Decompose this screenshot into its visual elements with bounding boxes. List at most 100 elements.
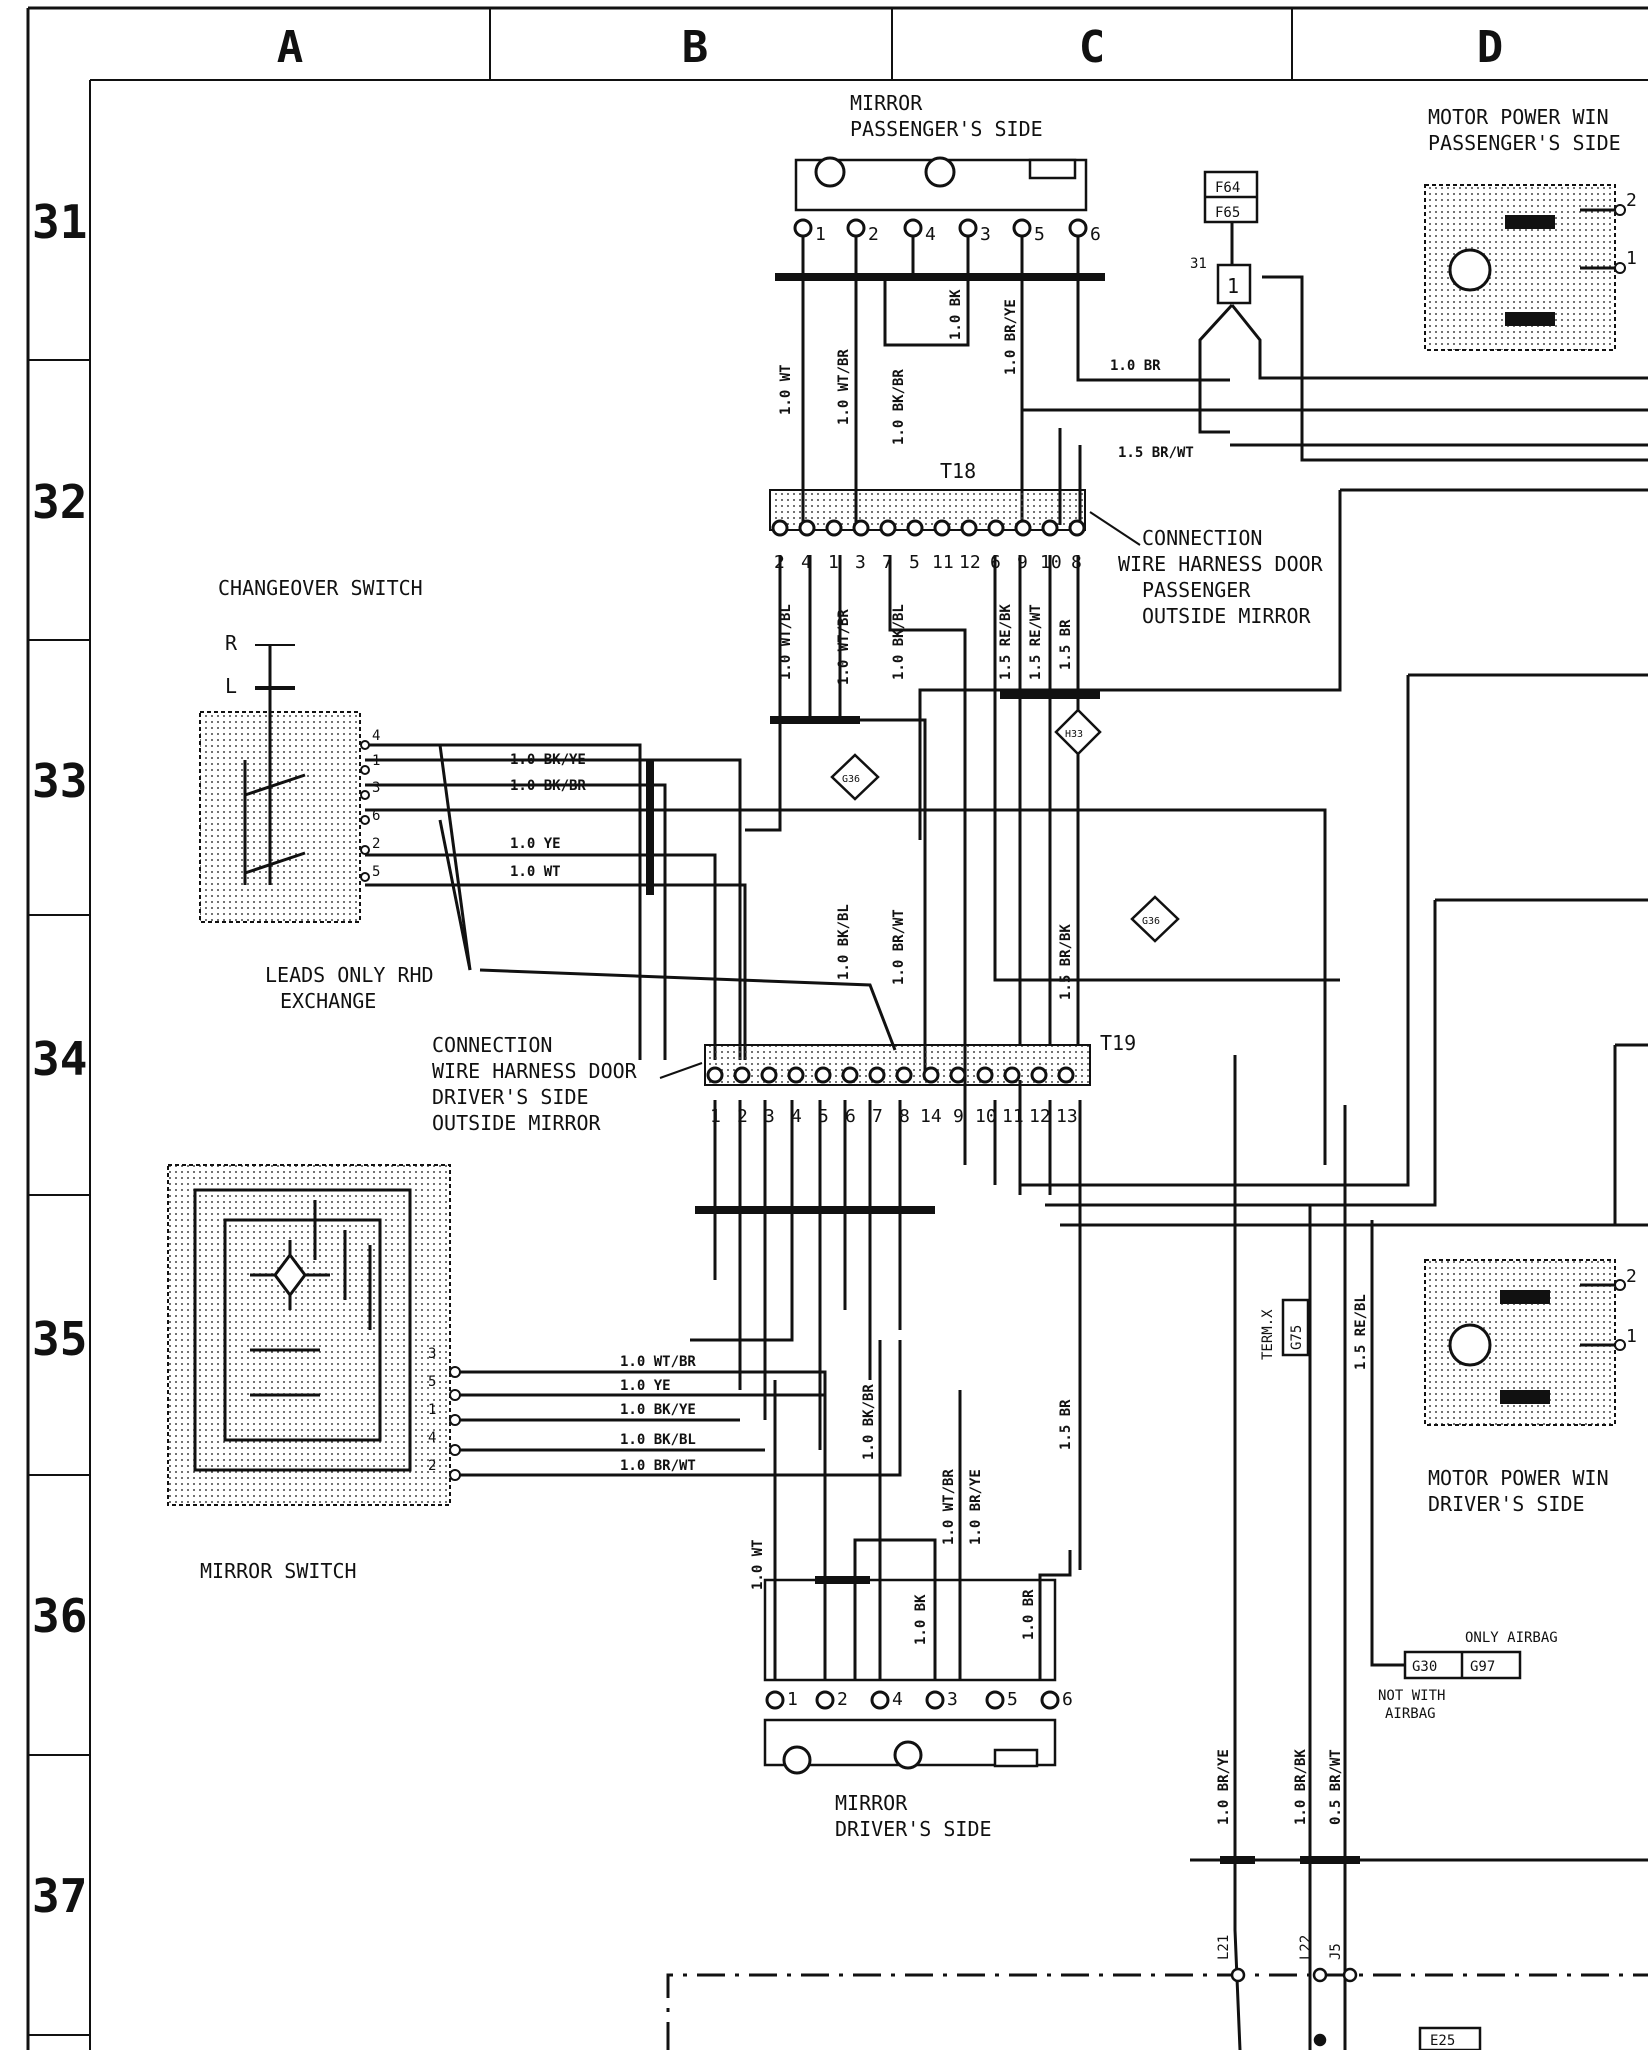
g36-marker: [830, 753, 1180, 943]
mirror-switch-pin: 3: [428, 1346, 436, 1362]
mirror-passenger-pin: 4: [925, 224, 936, 245]
t19-pin: 10: [975, 1106, 997, 1127]
t19-caption: DRIVER'S SIDE: [432, 1085, 589, 1109]
wire-label: 1.0 WT/BR: [836, 349, 852, 425]
g30-g97-connector: [1403, 1650, 1522, 1680]
mirror-driver-pin: 2: [837, 1689, 848, 1710]
wire-label: 1.0 BR/YE: [1003, 299, 1019, 375]
t19-pin: 12: [1029, 1106, 1051, 1127]
mirror-driver-pin: 5: [1007, 1689, 1018, 1710]
t18-pin: 4: [801, 552, 812, 573]
column-label-d: D: [1477, 22, 1504, 73]
g75-label: G75: [1289, 1325, 1305, 1350]
t19-pin: 7: [872, 1106, 883, 1127]
h33-marker: [1054, 708, 1102, 756]
t18-pin: 12: [959, 552, 981, 573]
wire-label: 1.0 BR/WT: [620, 1458, 696, 1474]
t18-pin: 1: [828, 552, 839, 573]
wire-label: 1.5 BR/BK: [1058, 924, 1074, 1000]
grid-frame: [26, 6, 1648, 2050]
leads-note: EXCHANGE: [280, 989, 376, 1013]
wire-label: 1.5 BR: [1058, 1399, 1074, 1450]
wire-label: 1.0 BR/WT: [891, 909, 907, 985]
row-label-35: 35: [32, 1312, 87, 1366]
wire-label: 1.0 BK: [948, 289, 964, 340]
not-with-airbag: AIRBAG: [1385, 1706, 1436, 1722]
changeover-pin: 5: [372, 864, 380, 880]
only-airbag-label: ONLY AIRBAG: [1465, 1630, 1558, 1646]
t18-label: T18: [940, 459, 976, 483]
wire-label: 1.5 BR: [1058, 619, 1074, 670]
wire-label: 1.0 BK/BR: [891, 369, 907, 445]
t19-pin: 8: [899, 1106, 910, 1127]
t18-connector: [769, 489, 1086, 537]
changeover-pin: 1: [372, 753, 380, 769]
fuse-pin-label: 31: [1190, 256, 1207, 272]
t19-pin: 13: [1056, 1106, 1078, 1127]
g30-label: G30: [1412, 1659, 1437, 1675]
wire-label: 1.0 BK/BL: [620, 1432, 696, 1448]
t19-pin: 6: [845, 1106, 856, 1127]
wire-label: 1.0 BK: [913, 1594, 929, 1645]
wire-label: 1.0 BK/YE: [510, 752, 586, 768]
wire-label: 1.0 BK/BL: [836, 904, 852, 980]
motor-passenger-subtitle: PASSENGER'S SIDE: [1428, 131, 1621, 155]
mirror-passenger-pin: 3: [980, 224, 991, 245]
wires: [365, 220, 1648, 2050]
leads-note: LEADS ONLY RHD: [265, 963, 434, 987]
wire-label: 1.0 BK/BR: [510, 778, 586, 794]
t19-caption: OUTSIDE MIRROR: [432, 1111, 602, 1135]
fuse-block: [1203, 170, 1259, 305]
j5-label: J5: [1328, 1943, 1344, 1960]
wire-label: 1.0 YE: [510, 836, 561, 852]
wire-label: 0.5 BR/WT: [1328, 1749, 1344, 1825]
e25-connector: [1418, 2026, 1482, 2050]
mirror-driver-pin: 4: [892, 1689, 903, 1710]
motor-passenger-title: MOTOR POWER WIN: [1428, 105, 1609, 129]
row-label-32: 32: [32, 475, 87, 529]
row-label-31: 31: [32, 195, 87, 249]
mirror-switch-pin: 4: [428, 1430, 436, 1446]
l21-label: L21: [1216, 1935, 1232, 1960]
row-label-36: 36: [32, 1589, 87, 1643]
t18-pin: 11: [932, 552, 954, 573]
t19-pin: 3: [764, 1106, 775, 1127]
t19-connector: [704, 1044, 1091, 1086]
mirror-driver-pin: 1: [787, 1689, 798, 1710]
wire-label: 1.0 BR: [1021, 1589, 1037, 1640]
wire-label: 1.0 WT/BR: [941, 1469, 957, 1545]
wire-label: 1.0 WT: [750, 1539, 766, 1590]
t18-caption: WIRE HARNESS DOOR: [1118, 552, 1324, 576]
mirror-passenger-pin: 6: [1090, 224, 1101, 245]
wire-label: 1.0 BR/BK: [1293, 1749, 1309, 1825]
wire-label: 1.0 BR/YE: [1216, 1749, 1232, 1825]
wire-label: 1.0 WT: [778, 364, 794, 415]
row-label-37: 37: [32, 1869, 87, 1923]
mirror-passenger-subtitle: PASSENGER'S SIDE: [850, 117, 1043, 141]
row-label-34: 34: [32, 1032, 87, 1086]
t18-leader: [1089, 511, 1141, 546]
t18-caption: OUTSIDE MIRROR: [1142, 604, 1312, 628]
changeover-switch: [199, 644, 370, 923]
not-with-airbag: NOT WITH: [1378, 1688, 1445, 1704]
wire-label: 1.0 BK/BR: [861, 1384, 877, 1460]
mirror-switch-label: MIRROR SWITCH: [200, 1559, 357, 1583]
t18-caption: CONNECTION: [1142, 526, 1262, 550]
wire-label: 1.0 WT/BR: [836, 609, 852, 685]
t18-pin: 9: [1017, 552, 1028, 573]
t19-caption: WIRE HARNESS DOOR: [432, 1059, 638, 1083]
wire-label: 1.0 BK/YE: [620, 1402, 696, 1418]
mirror-driver-pin: 6: [1062, 1689, 1073, 1710]
mirror-driver: [763, 1578, 1060, 1775]
column-label-b: B: [682, 22, 709, 73]
mirror-passenger-pin: 5: [1034, 224, 1045, 245]
mirror-passenger-pin: 1: [815, 224, 826, 245]
g36-label: G36: [842, 774, 860, 785]
fuse-node-label: 1: [1227, 274, 1239, 298]
changeover-pin: 3: [372, 780, 380, 796]
mirror-driver-title: MIRROR: [835, 1791, 908, 1815]
t19-pin: 2: [737, 1106, 748, 1127]
bottom-connector-pins: [1230, 1967, 1358, 2047]
wire-label: 1.5 BR/WT: [1118, 445, 1194, 461]
wire-label: 1.5 RE/WT: [1028, 604, 1044, 680]
